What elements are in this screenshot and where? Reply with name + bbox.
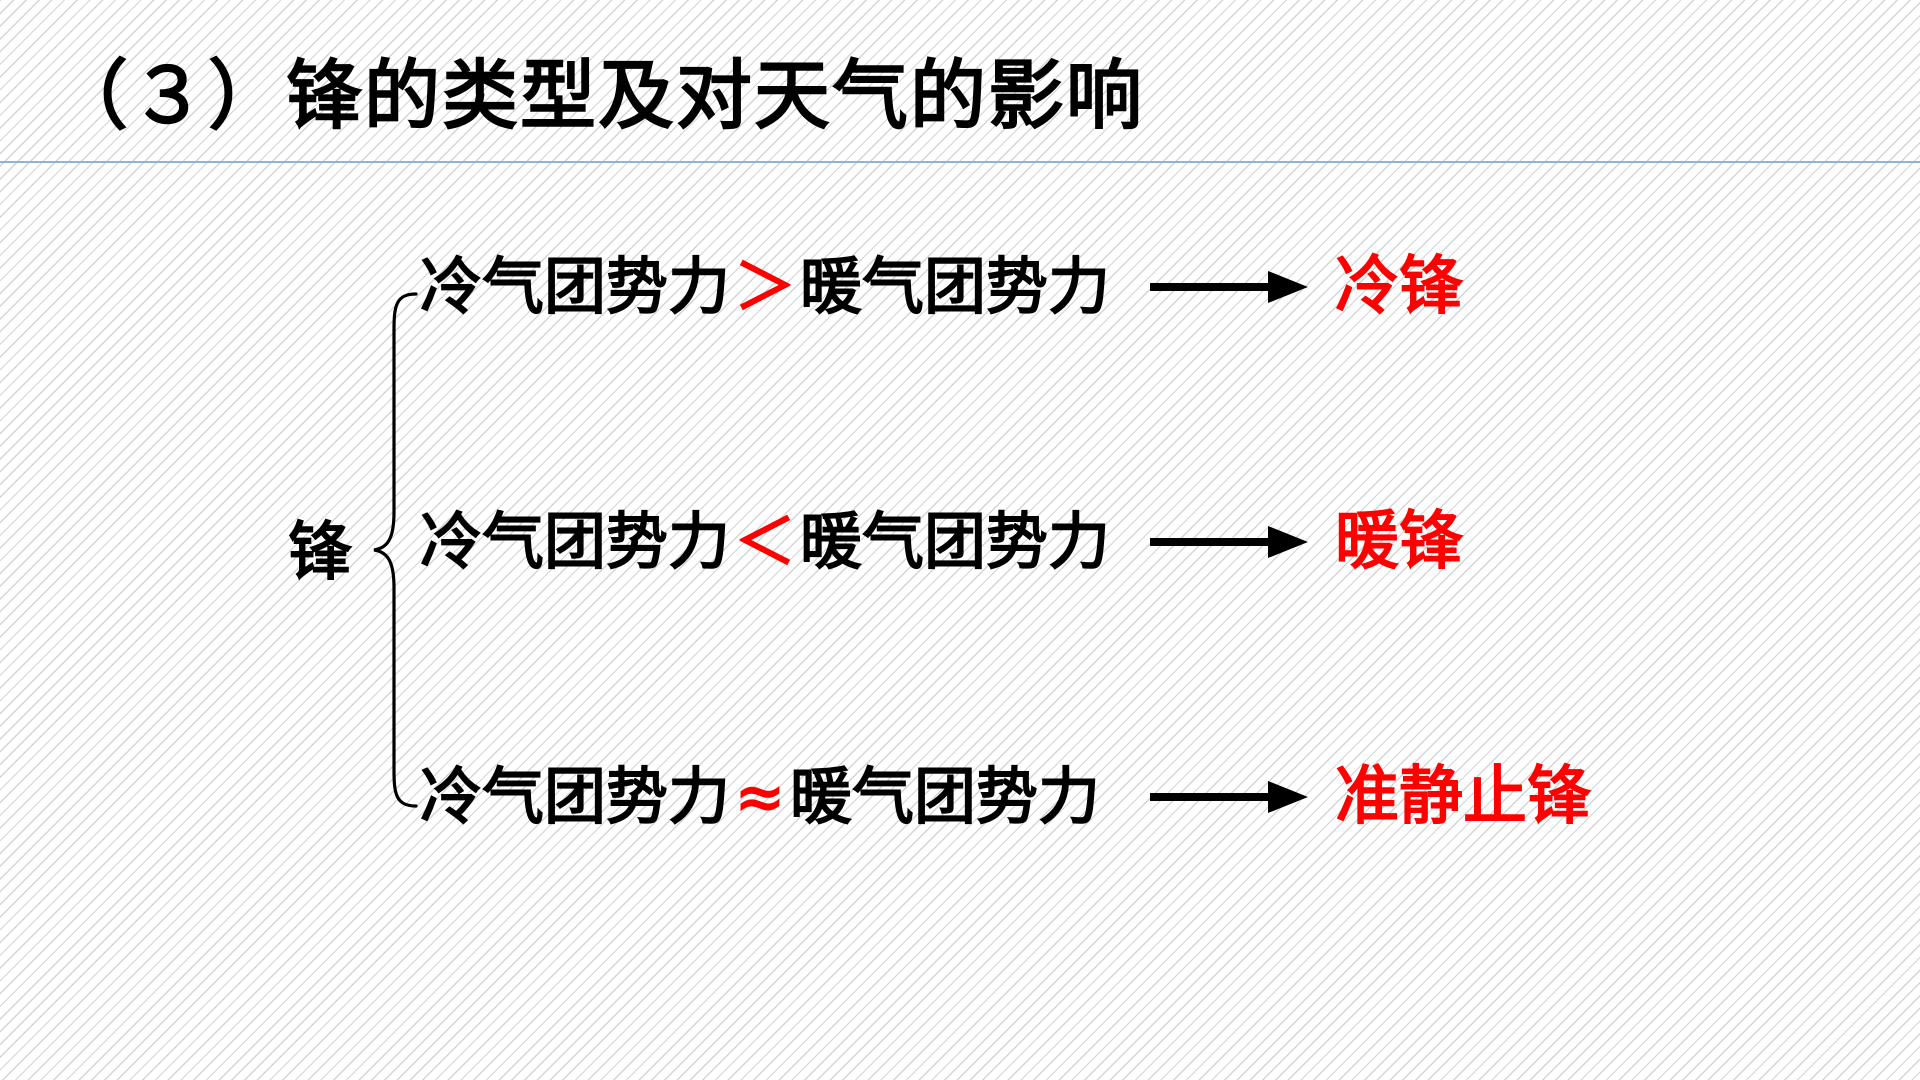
condition-left: 冷气团势力 xyxy=(420,505,731,578)
branch-result: 准静止锋 xyxy=(1335,760,1591,834)
condition-operator: ≈ xyxy=(734,760,786,833)
condition-left: 冷气团势力 xyxy=(420,250,731,323)
branch-cold-front: 冷气团势力＞暖气团势力 冷锋 xyxy=(420,242,1720,332)
branch-condition: 冷气团势力＞暖气团势力 xyxy=(420,242,1110,332)
branch-condition: 冷气团势力≈暖气团势力 xyxy=(420,752,1100,842)
condition-right: 暖气团势力 xyxy=(800,250,1111,323)
branch-result: 暖锋 xyxy=(1335,505,1463,579)
right-arrow-icon xyxy=(1150,781,1308,813)
condition-operator: ＞ xyxy=(734,250,797,323)
condition-right: 暖气团势力 xyxy=(789,760,1100,833)
slide-title: （３）锋的类型及对天气的影响 xyxy=(52,51,1144,140)
condition-left: 冷气团势力 xyxy=(420,760,731,833)
branch-result: 冷锋 xyxy=(1335,250,1463,324)
condition-operator: ＜ xyxy=(734,505,797,578)
right-arrow-icon xyxy=(1150,526,1308,558)
curly-brace-icon xyxy=(373,292,418,808)
root-label: 锋 xyxy=(288,516,352,590)
condition-right: 暖气团势力 xyxy=(800,505,1111,578)
right-arrow-icon xyxy=(1150,271,1308,303)
branch-warm-front: 冷气团势力＜暖气团势力 暖锋 xyxy=(420,497,1720,587)
branch-condition: 冷气团势力＜暖气团势力 xyxy=(420,497,1110,587)
branch-stationary-front: 冷气团势力≈暖气团势力 准静止锋 xyxy=(420,752,1720,842)
title-divider xyxy=(0,161,1920,163)
